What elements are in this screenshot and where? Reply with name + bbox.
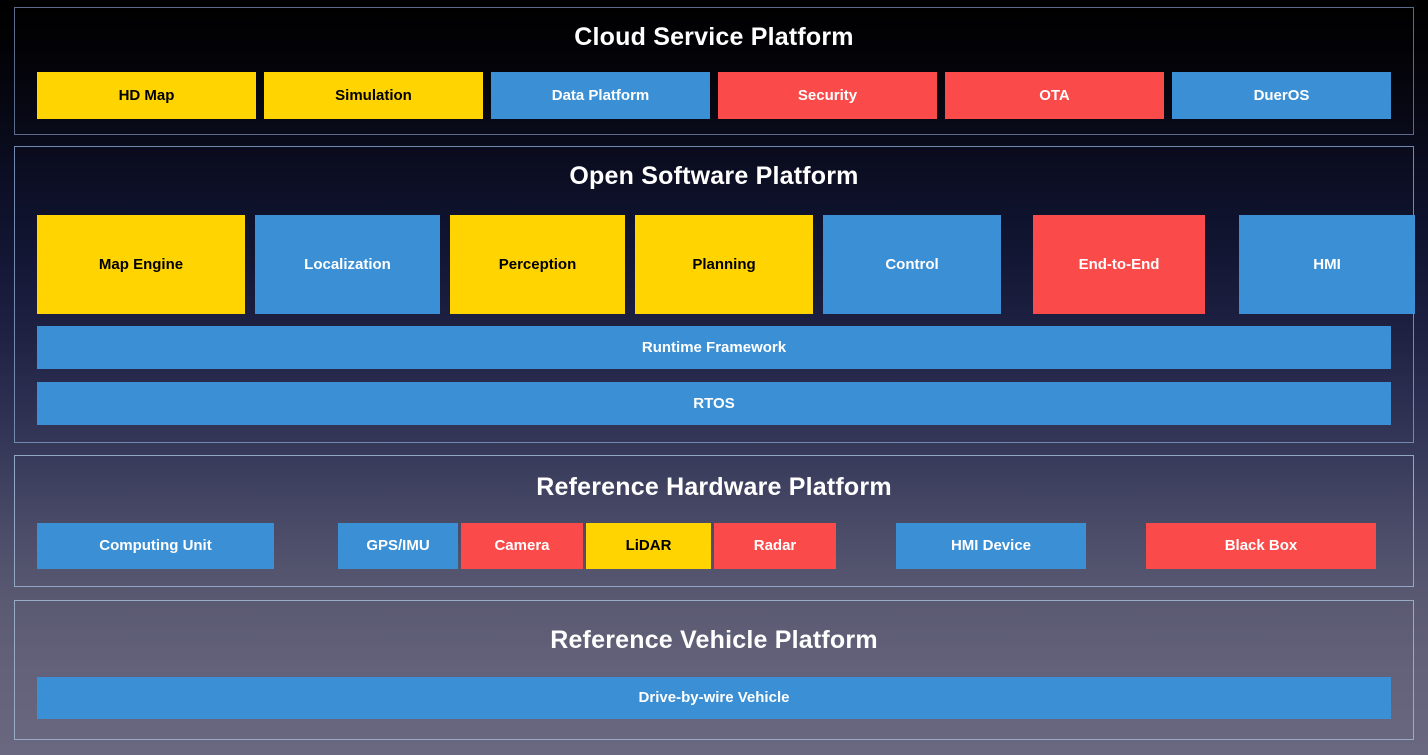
- spacer: [836, 523, 896, 569]
- module-lidar[interactable]: LiDAR: [586, 523, 711, 569]
- module-radar[interactable]: Radar: [714, 523, 836, 569]
- module-ota[interactable]: OTA: [945, 72, 1164, 119]
- module-camera[interactable]: Camera: [461, 523, 583, 569]
- module-simulation[interactable]: Simulation: [264, 72, 483, 119]
- layer-title-open-software-platform: Open Software Platform: [569, 162, 859, 190]
- module-dueros[interactable]: DuerOS: [1172, 72, 1391, 119]
- layer-title-reference-hardware-platform: Reference Hardware Platform: [536, 473, 892, 501]
- layer-title-reference-vehicle-platform: Reference Vehicle Platform: [550, 626, 878, 654]
- layer-open-software-platform: Open Software Platform Map Engine Locali…: [14, 146, 1415, 443]
- module-computing-unit[interactable]: Computing Unit: [37, 523, 274, 569]
- row-software-modules: Map Engine Localization Perception Plann…: [15, 215, 1415, 314]
- module-security[interactable]: Security: [718, 72, 937, 119]
- module-black-box[interactable]: Black Box: [1146, 523, 1376, 569]
- module-runtime-framework[interactable]: Runtime Framework: [37, 326, 1391, 369]
- module-hmi[interactable]: HMI: [1239, 215, 1415, 314]
- module-rtos[interactable]: RTOS: [37, 382, 1391, 425]
- layer-title-cloud-service-platform: Cloud Service Platform: [574, 23, 854, 51]
- spacer: [1086, 523, 1146, 569]
- row-cloud-modules: HD Map Simulation Data Platform Security…: [15, 72, 1413, 119]
- module-planning[interactable]: Planning: [635, 215, 813, 314]
- module-drive-by-wire-vehicle[interactable]: Drive-by-wire Vehicle: [37, 677, 1391, 719]
- module-map-engine[interactable]: Map Engine: [37, 215, 245, 314]
- row-hardware-modules: Computing Unit GPS/IMU Camera LiDAR Rada…: [15, 523, 1413, 569]
- module-gps-imu[interactable]: GPS/IMU: [338, 523, 458, 569]
- module-hd-map[interactable]: HD Map: [37, 72, 256, 119]
- layer-reference-hardware-platform: Reference Hardware Platform Computing Un…: [14, 455, 1414, 587]
- spacer: [274, 523, 338, 569]
- module-control[interactable]: Control: [823, 215, 1001, 314]
- layer-reference-vehicle-platform: Reference Vehicle Platform Drive-by-wire…: [14, 600, 1414, 740]
- module-hmi-device[interactable]: HMI Device: [896, 523, 1086, 569]
- layer-cloud-service-platform: Cloud Service Platform HD Map Simulation…: [14, 7, 1414, 135]
- row-vehicle-modules: Drive-by-wire Vehicle: [15, 677, 1413, 719]
- row-rtos: RTOS: [15, 382, 1413, 425]
- row-runtime-framework: Runtime Framework: [15, 326, 1413, 369]
- module-data-platform[interactable]: Data Platform: [491, 72, 710, 119]
- module-end-to-end[interactable]: End-to-End: [1033, 215, 1205, 314]
- module-perception[interactable]: Perception: [450, 215, 625, 314]
- module-localization[interactable]: Localization: [255, 215, 440, 314]
